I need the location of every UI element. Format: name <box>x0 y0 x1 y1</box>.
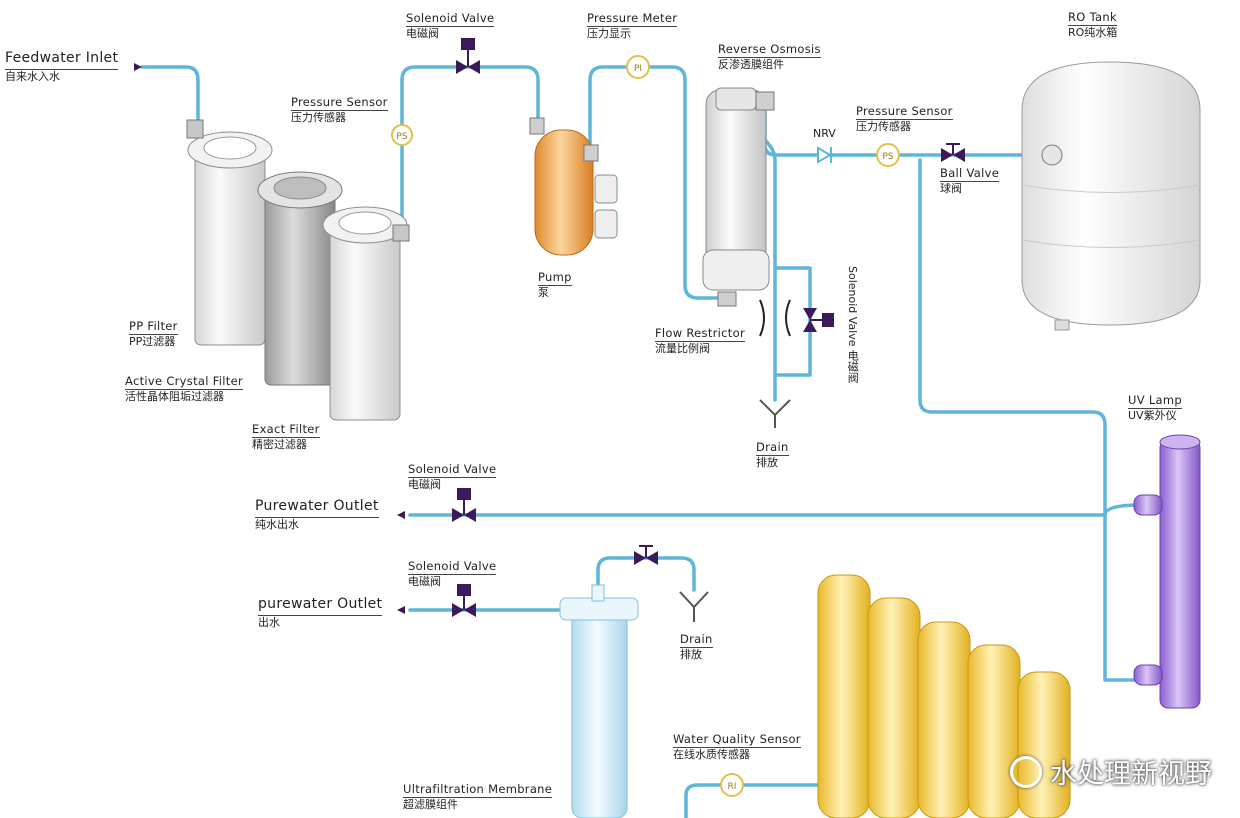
drain-symbol-lower <box>679 591 709 622</box>
feedwater-arrow-icon <box>134 63 142 71</box>
solenoid-valve-mid <box>452 488 476 522</box>
nrv-icon <box>817 146 832 164</box>
svg-text:RI: RI <box>728 782 737 792</box>
pipe-pump-to-ro <box>588 65 722 300</box>
watermark: 水处理新视野 <box>1010 752 1212 791</box>
svg-text:PS: PS <box>882 152 893 162</box>
gauge-ri: RI <box>720 773 744 797</box>
svg-text:PS: PS <box>396 132 407 142</box>
label-solenoid-vertical: Solenoid Valve 电磁阀 <box>846 266 860 384</box>
solenoid-valve-top <box>456 38 480 74</box>
pipe-ri <box>684 783 822 818</box>
pipe-tank-to-uv <box>918 158 1142 682</box>
pipe-feedwater <box>140 65 200 122</box>
pp-filter <box>186 119 273 346</box>
svg-text:PI: PI <box>634 64 642 74</box>
ultrafiltration-membrane <box>559 584 639 818</box>
pipe-uv-to-outlet <box>408 503 1142 517</box>
exact-filter <box>322 206 410 421</box>
gauge-ps-left: PS <box>391 124 413 146</box>
pipe-filter-to-pump <box>400 65 540 232</box>
gauge-ps-right: PS <box>876 143 900 167</box>
watermark-text: 水处理新视野 <box>1050 759 1212 790</box>
drain-symbol-upper <box>759 399 791 428</box>
pipe-solenoid-bypass <box>773 266 812 377</box>
outlet1-arrow-icon <box>397 511 405 519</box>
solenoid-valve-low <box>452 584 476 617</box>
outlet2-arrow-icon <box>397 606 405 614</box>
gauge-pi: PI <box>626 55 650 79</box>
flow-restrictor-icon <box>759 299 791 337</box>
pipe-uf-to-drain <box>596 556 696 597</box>
ball-valve <box>941 143 965 162</box>
pump <box>529 117 618 256</box>
drain-valve-lower <box>634 545 658 565</box>
reverse-osmosis-membrane <box>702 87 775 307</box>
label-nrv: NRV <box>813 127 836 140</box>
active-crystal-filter <box>257 171 343 386</box>
uv-lamp <box>1133 434 1201 709</box>
ro-tank <box>1021 61 1201 331</box>
wechat-icon <box>1010 755 1042 788</box>
pipe-ro-to-drain <box>763 138 777 402</box>
solenoid-valve-vertical <box>803 308 834 332</box>
